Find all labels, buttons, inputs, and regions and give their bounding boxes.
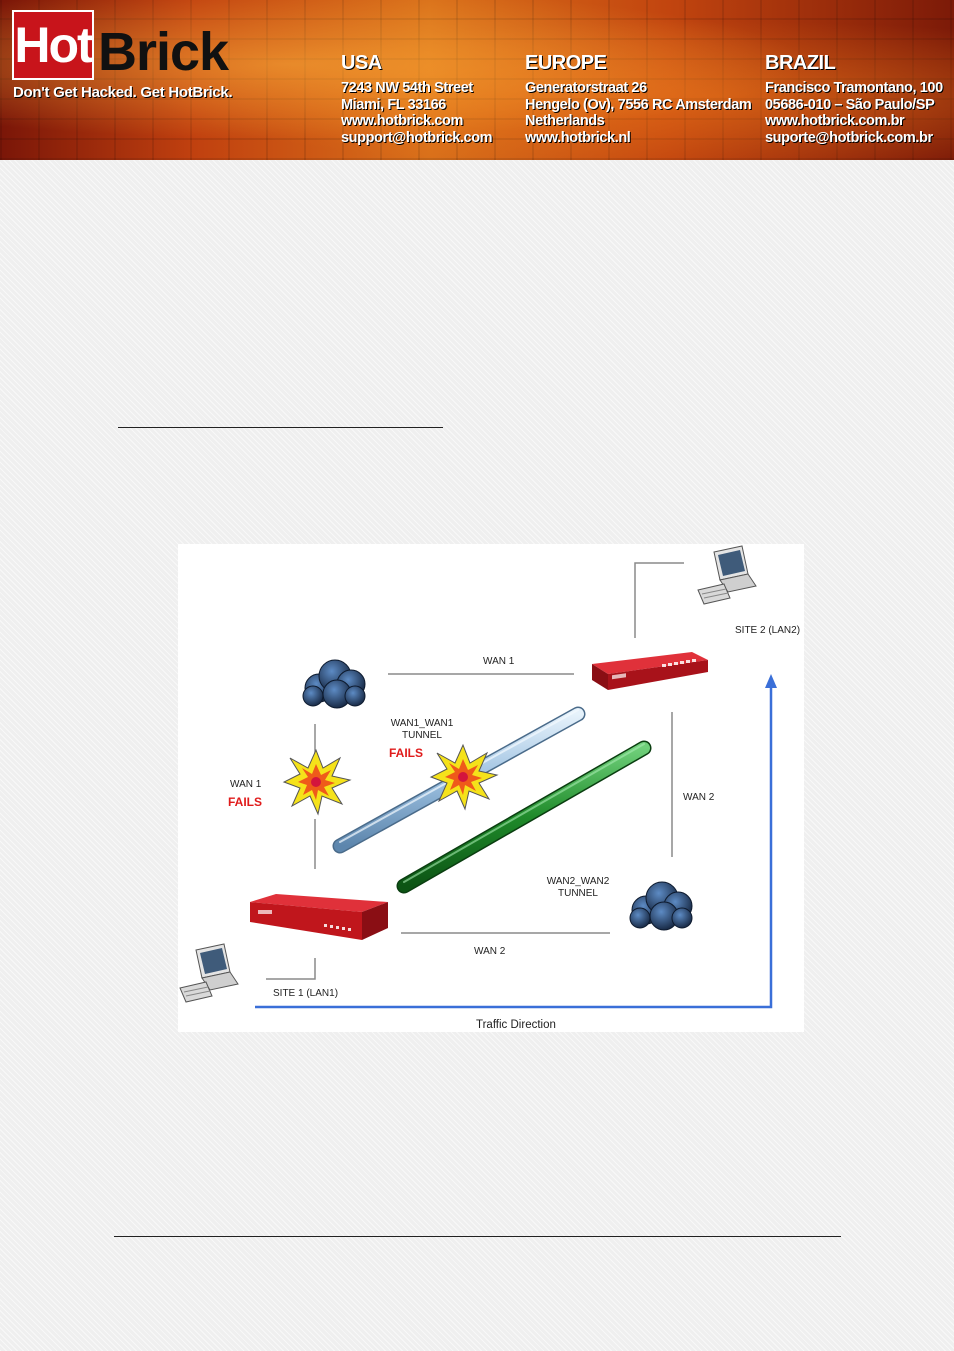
wan1-top-label: WAN 1 [483, 656, 515, 667]
site2-label: SITE 2 (LAN2) [735, 625, 800, 636]
logo-hot: Hot [12, 10, 94, 80]
tagline: Don't Get Hacked. Get HotBrick. [13, 84, 233, 101]
wan2-tunnel [396, 740, 652, 894]
office-email[interactable]: suporte@hotbrick.com.br [765, 129, 933, 146]
explosion-icon [282, 748, 352, 816]
tunnel1-label-line1: WAN1_WAN1 [391, 718, 454, 729]
header-banner: Hot Brick Don't Get Hacked. Get HotBrick… [0, 0, 954, 160]
router-icon [592, 652, 708, 690]
office-line: Netherlands [525, 113, 605, 129]
office-line: 7243 NW 54th Street [341, 80, 473, 96]
office-title: USA [341, 52, 382, 74]
office-line: Francisco Tramontano, 100 [765, 80, 943, 96]
tunnel2-label-line2: TUNNEL [558, 888, 598, 899]
site1-link-line [266, 958, 316, 980]
wan1-left-label: WAN 1 [230, 779, 262, 790]
computer-icon [697, 545, 757, 605]
office-usa: USA 7243 NW 54th Street Miami, FL 33166 … [341, 50, 493, 146]
tunnel2-label-line1: WAN2_WAN2 [547, 876, 610, 887]
office-title: BRAZIL [765, 52, 836, 74]
logo-brick: Brick [98, 22, 229, 82]
office-line: Hengelo (Ov), 7556 RC Amsterdam [525, 96, 752, 113]
site1-label: SITE 1 (LAN1) [273, 988, 338, 999]
office-email[interactable]: support@hotbrick.com [341, 129, 493, 146]
traffic-direction-arrow [255, 674, 777, 1009]
tunnel1-label-line2: TUNNEL [402, 730, 442, 741]
computer-icon [179, 943, 239, 1003]
heading-underline [118, 427, 443, 428]
connection-lines [266, 562, 684, 980]
office-europe: EUROPE Generatorstraat 26 Hengelo (Ov), … [525, 50, 752, 146]
office-line: Generatorstraat 26 [525, 80, 647, 96]
explosion-icon [429, 743, 499, 811]
tunnel1-fails-label: FAILS [389, 746, 423, 760]
router-icon [250, 894, 388, 940]
site2-link-line [634, 562, 684, 638]
wan1-fails-label: FAILS [228, 795, 262, 809]
office-link[interactable]: www.hotbrick.nl [525, 129, 631, 146]
internet-cloud-icon [302, 659, 366, 709]
network-diagram: WAN 1 WAN 1 FAILS WAN1_WAN1 TUNNEL FAILS… [178, 544, 804, 1032]
footer-rule [114, 1236, 841, 1237]
traffic-direction-label: Traffic Direction [476, 1019, 556, 1031]
internet-cloud-icon [629, 881, 693, 931]
office-line: Miami, FL 33166 [341, 96, 446, 113]
wan2-right-label: WAN 2 [683, 792, 715, 803]
office-link[interactable]: www.hotbrick.com.br [765, 113, 905, 129]
office-brazil: BRAZIL Francisco Tramontano, 100 05686-0… [765, 50, 943, 146]
wan2-bottom-label: WAN 2 [474, 946, 506, 957]
office-link[interactable]: www.hotbrick.com [341, 113, 463, 129]
office-line: 05686-010 – São Paulo/SP [765, 96, 935, 113]
office-title: EUROPE [525, 52, 607, 74]
